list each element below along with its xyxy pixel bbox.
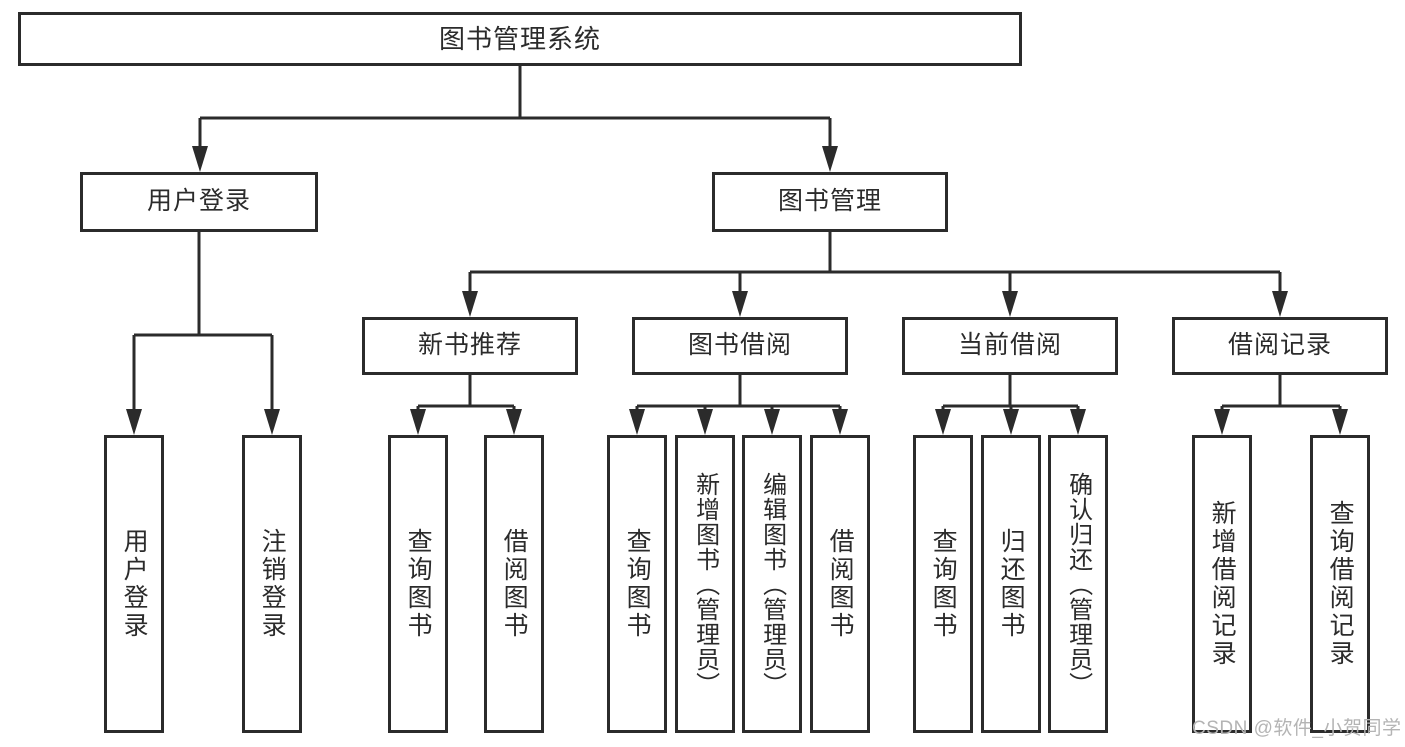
node-leaf-query-record[interactable]: 查询借阅记录 (1310, 435, 1370, 733)
node-new-book-rec[interactable]: 新书推荐 (362, 317, 578, 375)
node-label: 用户登录 (146, 187, 251, 216)
node-label: 借阅图书 (500, 528, 529, 640)
node-leaf-borrow-book-2[interactable]: 借阅图书 (810, 435, 870, 733)
node-leaf-user-login[interactable]: 用户登录 (104, 435, 164, 733)
node-label: 图书管理 (777, 187, 882, 216)
arrowhead-icon (1332, 409, 1348, 435)
node-label: 查询借阅记录 (1326, 500, 1355, 668)
arrowhead-icon (764, 409, 780, 435)
node-leaf-logout[interactable]: 注销登录 (242, 435, 302, 733)
node-label: 编辑图书（管理员） (758, 471, 786, 697)
arrowhead-icon (822, 146, 838, 172)
node-label: 新增图书（管理员） (691, 471, 719, 697)
node-user-login[interactable]: 用户登录 (80, 172, 318, 232)
arrowhead-icon (1003, 409, 1019, 435)
arrowhead-icon (192, 146, 208, 172)
node-label: 图书管理系统 (438, 23, 601, 54)
node-leaf-add-book[interactable]: 新增图书（管理员） (675, 435, 735, 733)
arrowhead-icon (506, 409, 522, 435)
node-label: 新书推荐 (417, 331, 522, 360)
node-leaf-query-book-1[interactable]: 查询图书 (388, 435, 448, 733)
node-label: 用户登录 (120, 528, 149, 640)
node-label: 当前借阅 (957, 331, 1062, 360)
arrowhead-icon (935, 409, 951, 435)
arrowhead-icon (732, 291, 748, 317)
arrowhead-icon (462, 291, 478, 317)
arrowhead-icon (410, 409, 426, 435)
arrowhead-icon (264, 409, 280, 435)
node-label: 借阅记录 (1227, 331, 1332, 360)
node-leaf-confirm-return[interactable]: 确认归还（管理员） (1048, 435, 1108, 733)
arrowhead-icon (126, 409, 142, 435)
node-book-manage[interactable]: 图书管理 (712, 172, 948, 232)
node-label: 查询图书 (929, 528, 958, 640)
node-label: 查询图书 (404, 528, 433, 640)
node-label: 确认归还（管理员） (1064, 471, 1092, 697)
node-leaf-add-record[interactable]: 新增借阅记录 (1192, 435, 1252, 733)
node-label: 归还图书 (997, 528, 1026, 640)
arrowhead-icon (629, 409, 645, 435)
node-leaf-return-book[interactable]: 归还图书 (981, 435, 1041, 733)
node-current-borrow[interactable]: 当前借阅 (902, 317, 1118, 375)
arrowhead-icon (1070, 409, 1086, 435)
node-label: 查询图书 (623, 528, 652, 640)
node-root[interactable]: 图书管理系统 (18, 12, 1022, 66)
arrowhead-icon (832, 409, 848, 435)
arrowhead-icon (697, 409, 713, 435)
node-book-borrow[interactable]: 图书借阅 (632, 317, 848, 375)
node-label: 注销登录 (258, 528, 287, 640)
arrowhead-icon (1002, 291, 1018, 317)
arrowhead-icon (1214, 409, 1230, 435)
node-leaf-borrow-book-1[interactable]: 借阅图书 (484, 435, 544, 733)
arrowhead-icon (1272, 291, 1288, 317)
node-label: 新增借阅记录 (1208, 500, 1237, 668)
node-borrow-record[interactable]: 借阅记录 (1172, 317, 1388, 375)
node-label: 图书借阅 (687, 331, 792, 360)
node-leaf-edit-book[interactable]: 编辑图书（管理员） (742, 435, 802, 733)
node-label: 借阅图书 (826, 528, 855, 640)
watermark-text: CSDN @软件_小贺同学 (1192, 718, 1402, 739)
node-leaf-query-book-2[interactable]: 查询图书 (607, 435, 667, 733)
node-leaf-query-book-3[interactable]: 查询图书 (913, 435, 973, 733)
